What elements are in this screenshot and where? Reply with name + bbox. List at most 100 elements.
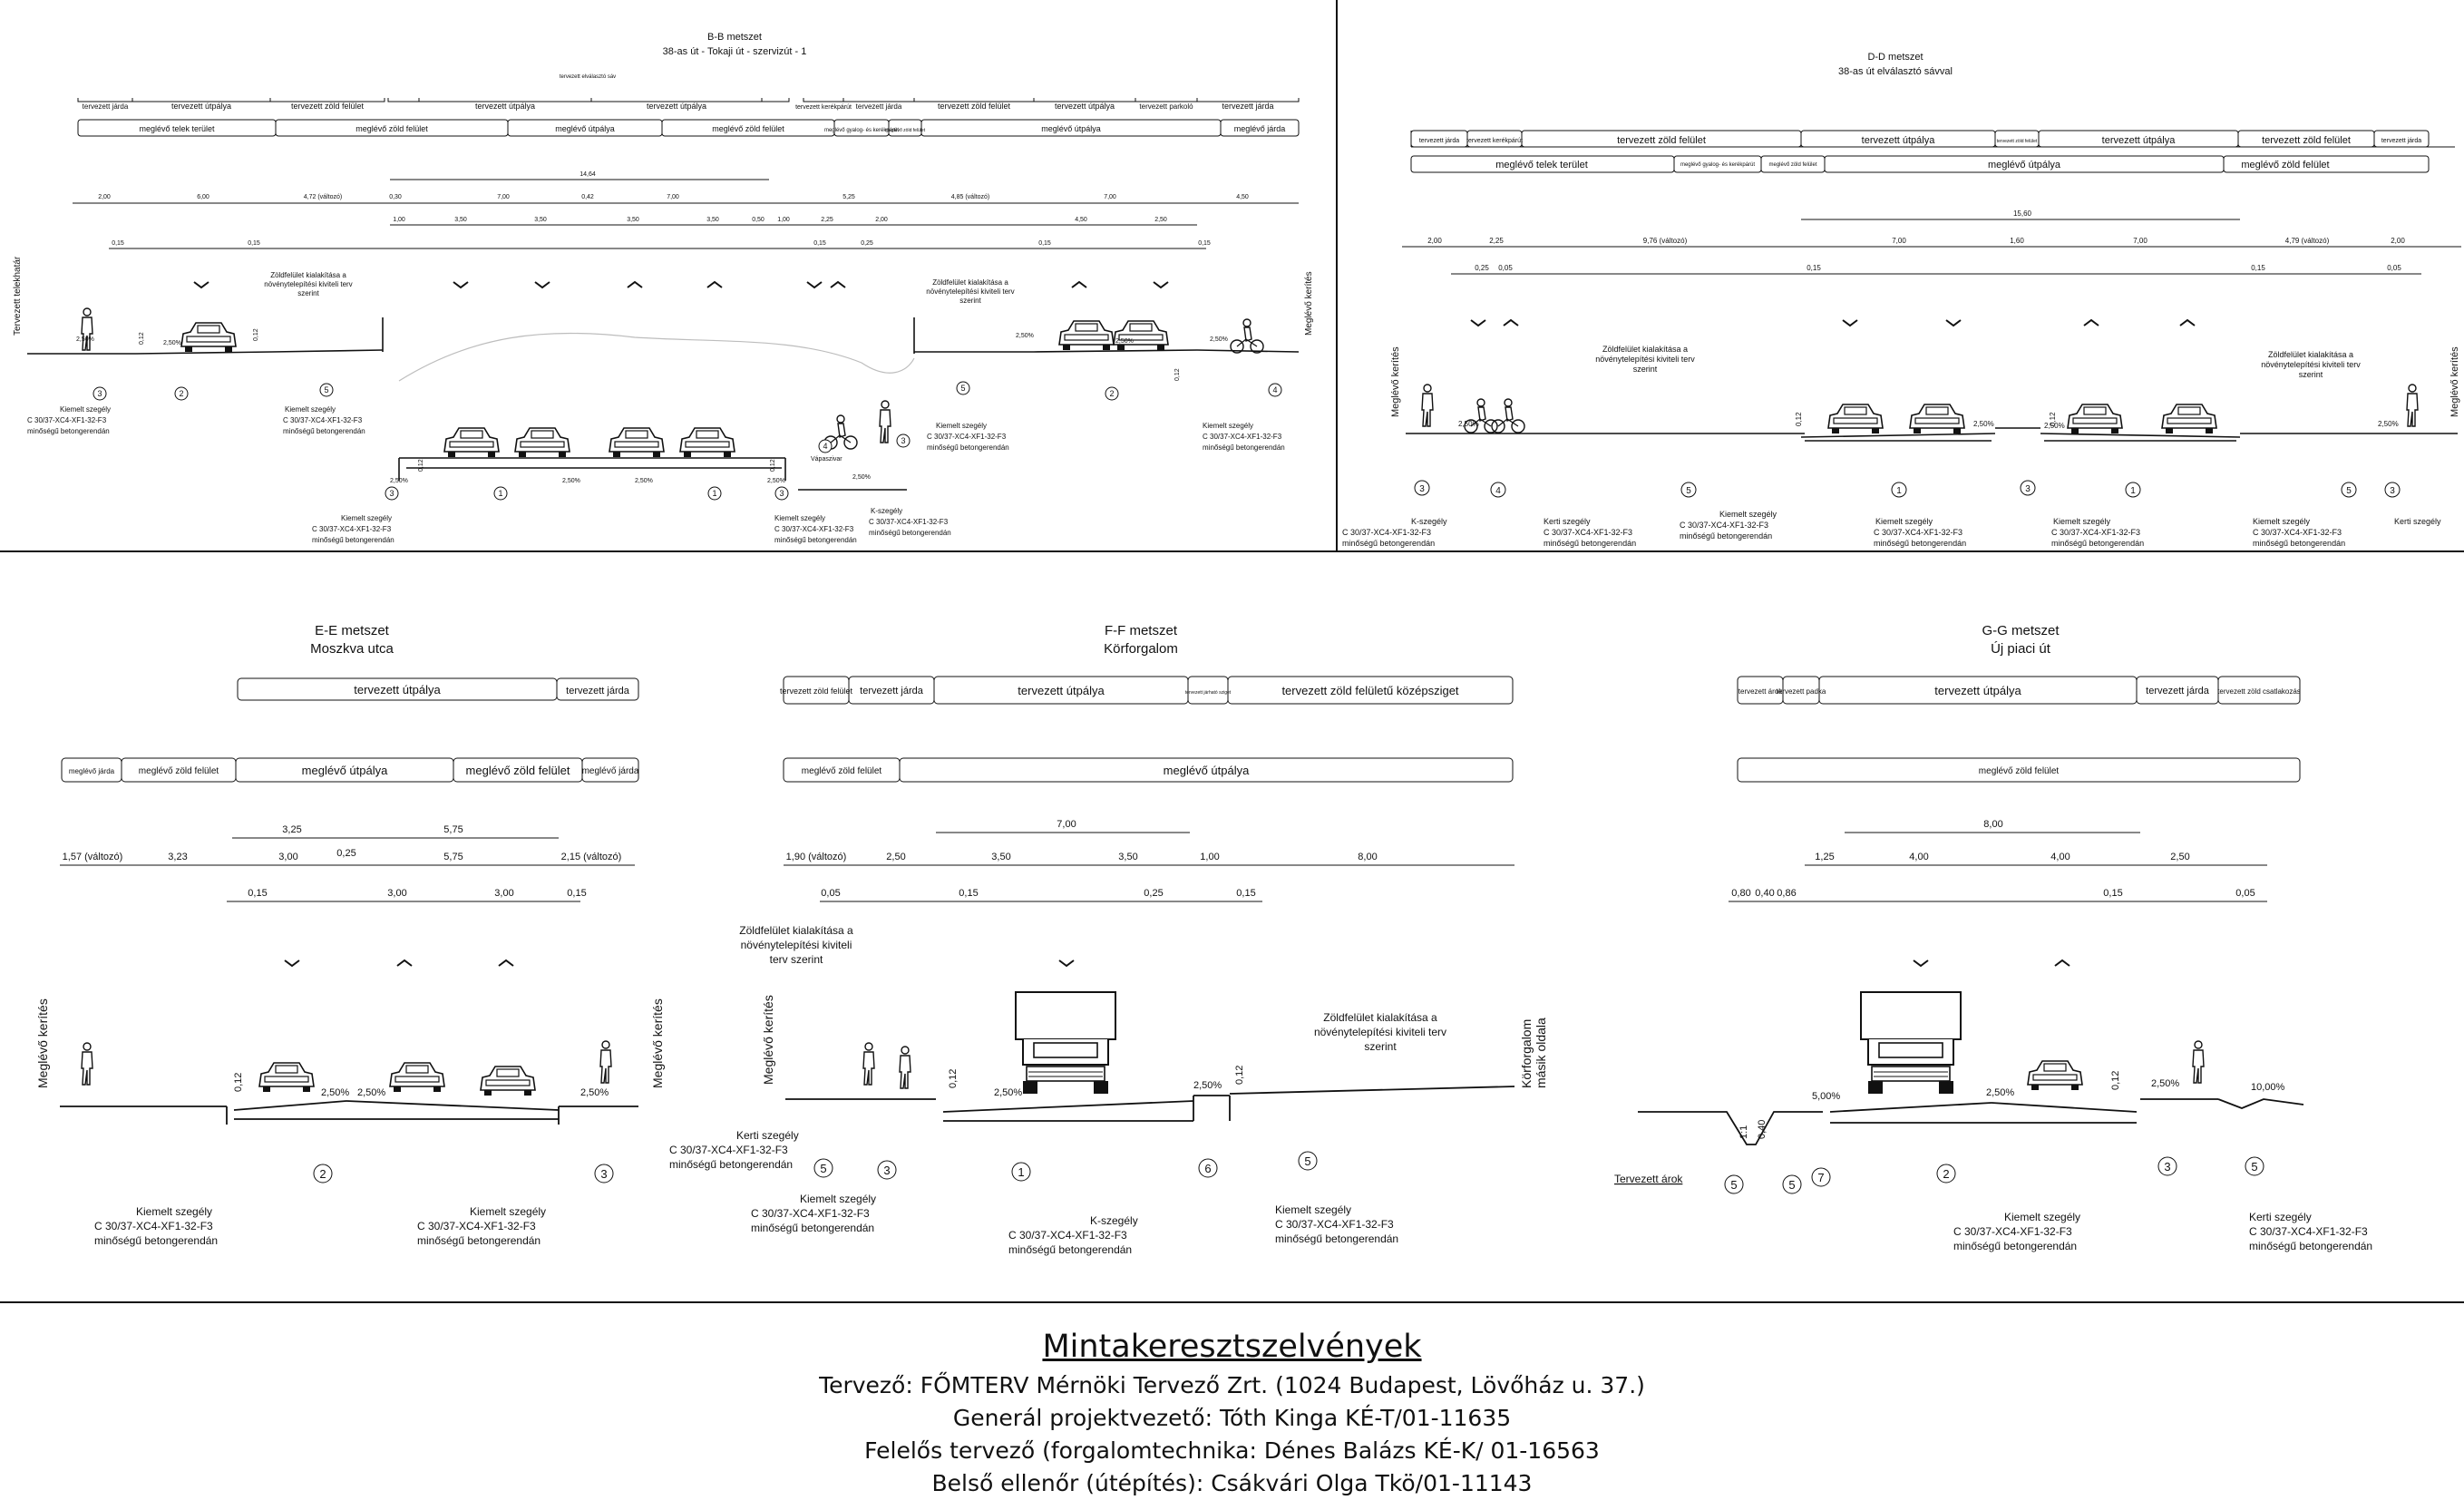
bb-profile bbox=[27, 317, 1300, 491]
bb-t-label: tervezett útpálya bbox=[1055, 102, 1115, 111]
bb-curb-label: Kiemelt szegély bbox=[1203, 422, 1253, 430]
gg-slope: 2,50% bbox=[2151, 1078, 2179, 1089]
dd-m-label: meglévő zöld felület bbox=[2241, 160, 2329, 170]
bb-curb-label: Kiemelt szegély bbox=[341, 514, 392, 522]
bb-dim: 2,50 bbox=[1154, 217, 1167, 223]
ff-t-label: tervezett útpálya bbox=[1018, 684, 1105, 697]
gg-curb-label: Kerti szegély bbox=[2249, 1211, 2312, 1223]
gg-curb-label: C 30/37-XC4-XF1-32-F3 bbox=[2249, 1225, 2368, 1238]
ee-curb-labels: Kiemelt szegély C 30/37-XC4-XF1-32-F3 mi… bbox=[94, 1205, 546, 1247]
ff-curb-label: C 30/37-XC4-XF1-32-F3 bbox=[669, 1144, 788, 1156]
bb-curb-label: C 30/37-XC4-XF1-32-F3 bbox=[927, 433, 1007, 441]
dd-marker: 1 bbox=[1896, 486, 1902, 496]
gg-curb-labels: Kiemelt szegély C 30/37-XC4-XF1-32-F3 mi… bbox=[1953, 1211, 2372, 1252]
bb-t-label: tervezett zöld felület bbox=[938, 102, 1011, 111]
gg-dim: 0,40 bbox=[1755, 888, 1774, 899]
section-bb-title: B-B metszet bbox=[707, 32, 762, 43]
bb-dim: 5,25 bbox=[842, 194, 855, 200]
ff-t-label: tervezett zöld felület bbox=[780, 687, 853, 696]
dd-curb-label: C 30/37-XC4-XF1-32-F3 bbox=[2253, 528, 2342, 537]
bb-slope: 2,50% bbox=[1115, 338, 1134, 345]
gg-chevrons bbox=[1913, 959, 2070, 967]
bb-marker: 1 bbox=[498, 489, 502, 498]
bb-slope: 2,50% bbox=[76, 336, 94, 343]
dd-curb-label: Kiemelt szegély bbox=[1875, 517, 1933, 526]
ff-chevron bbox=[1058, 959, 1075, 967]
bb-note: Zöldfelület kialakítása a bbox=[270, 271, 346, 279]
bb-slopes: 2,50% 2,50% 2,50% 2,50% 2,50% 2,50% 2,50… bbox=[76, 333, 1228, 484]
ff-marker: 6 bbox=[1204, 1162, 1211, 1175]
gg-dim: 0,15 bbox=[2103, 888, 2122, 899]
gg-dim: 0,05 bbox=[2235, 888, 2255, 899]
ff-fence-right: Körforgalom bbox=[1519, 1019, 1534, 1088]
bb-h: 0,12 bbox=[253, 328, 259, 341]
gg-marker: 2 bbox=[1943, 1167, 1949, 1181]
dd-t-label: tervezett zöld felület bbox=[2262, 135, 2351, 146]
ee-curb-label: Kiemelt szegély bbox=[470, 1205, 546, 1218]
gg-h: 0,40 bbox=[1757, 1120, 1768, 1139]
bb-t-label: tervezett útpálya bbox=[647, 102, 706, 111]
bb-dim: 4,50 bbox=[1236, 194, 1249, 200]
bb-dim: 3,50 bbox=[454, 217, 467, 223]
bb-curb-label: C 30/37-XC4-XF1-32-F3 bbox=[312, 525, 392, 533]
dd-t-label: tervezett járda bbox=[1419, 138, 1459, 144]
ee-chevrons bbox=[284, 959, 514, 967]
bb-note: növénytelepítési kiviteli terv bbox=[926, 287, 1014, 296]
gg-dim: 1,25 bbox=[1815, 852, 1834, 862]
bb-dimension-lines: 14,64 2,00 6,00 4,72 (változó) 0,30 7,00… bbox=[73, 171, 1299, 249]
bb-m-label: meglévő járda bbox=[1234, 124, 1286, 133]
bb-marker: 2 bbox=[1109, 389, 1114, 398]
gg-h: 1:1 bbox=[1738, 1125, 1749, 1139]
gg-dim: 4,00 bbox=[1909, 852, 1928, 862]
dd-t-label: tervezett útpálya bbox=[1862, 135, 1936, 146]
title-block: Mintakeresztszelvények Tervező: FŐMTERV … bbox=[0, 1306, 2464, 1500]
bb-slope: 2,50% bbox=[390, 478, 408, 484]
ff-curb-label: minőségű betongerendán bbox=[669, 1158, 793, 1171]
dd-h: 0,12 bbox=[2049, 412, 2057, 426]
ee-m-label: meglévő zöld felület bbox=[466, 764, 570, 777]
ee-curb-label: C 30/37-XC4-XF1-32-F3 bbox=[94, 1220, 213, 1232]
bb-tervezett-row: tervezett járda tervezett útpálya tervez… bbox=[77, 74, 1300, 111]
designer-line: Tervező: FŐMTERV Mérnöki Tervező Zrt. (1… bbox=[819, 1372, 1645, 1398]
dd-note: növénytelepítési kiviteli terv bbox=[1595, 355, 1695, 364]
dd-curb-label: Kerti szegély bbox=[1544, 517, 1591, 526]
dd-curb-label: C 30/37-XC4-XF1-32-F3 bbox=[1874, 528, 1962, 537]
ff-marker: 5 bbox=[820, 1162, 826, 1175]
dd-chevrons bbox=[1470, 319, 2196, 326]
dd-marker: 5 bbox=[2346, 486, 2352, 496]
bb-curb-label: Kiemelt szegély bbox=[774, 514, 825, 522]
ee-dim: 5,75 bbox=[443, 824, 463, 835]
ee-m-label: meglévő járda bbox=[69, 767, 115, 775]
section-gg: G-G metszet Új piaci út tervezett árok t… bbox=[1614, 623, 2372, 1252]
dd-marker: 3 bbox=[2390, 486, 2395, 496]
ff-note: Zöldfelület kialakítása a bbox=[739, 924, 853, 937]
bb-slope: 2,50% bbox=[852, 474, 871, 481]
dd-dim: 0,25 bbox=[1475, 264, 1489, 272]
dd-curb-label: minőségű betongerendán bbox=[2253, 539, 2345, 548]
bb-m-label: meglévő útpálya bbox=[1041, 124, 1101, 133]
ff-m-label: meglévő zöld felület bbox=[802, 766, 882, 776]
ee-fence-right: Meglévő kerítés bbox=[650, 998, 665, 1088]
dd-m-label: meglévő zöld felület bbox=[1768, 162, 1816, 168]
ee-profile bbox=[60, 1100, 638, 1125]
ff-curb-label: C 30/37-XC4-XF1-32-F3 bbox=[1275, 1218, 1394, 1231]
bb-t-label: tervezett járda bbox=[83, 102, 129, 111]
bb-notes: Zöldfelület kialakítása a növénytelepíté… bbox=[264, 271, 1014, 305]
ff-m-label: meglévő útpálya bbox=[1164, 764, 1250, 777]
dd-dim: 0,15 bbox=[1807, 264, 1821, 272]
bb-dim: 2,00 bbox=[98, 194, 111, 200]
section-ee-title: E-E metszet bbox=[315, 623, 390, 638]
ee-dim: 0,25 bbox=[336, 848, 355, 859]
ff-slope: 2,50% bbox=[994, 1087, 1022, 1098]
gg-slope: 2,50% bbox=[1986, 1087, 2014, 1098]
dd-curb-label: minőségű betongerendán bbox=[1544, 539, 1636, 548]
gg-profile bbox=[1638, 1098, 2304, 1145]
dd-curb-label: Kiemelt szegély bbox=[2253, 517, 2311, 526]
dd-slope: 2,50% bbox=[2044, 422, 2065, 430]
bb-dim: 7,00 bbox=[497, 194, 510, 200]
ee-dim: 3,00 bbox=[278, 852, 297, 862]
ee-dim: 1,57 (változó) bbox=[63, 852, 123, 862]
bb-dim: 7,00 bbox=[667, 194, 679, 200]
ff-curb-label: Kerti szegély bbox=[736, 1129, 799, 1142]
ff-slopes: 2,50% 2,50% 0,12 0,12 bbox=[948, 1066, 1245, 1098]
